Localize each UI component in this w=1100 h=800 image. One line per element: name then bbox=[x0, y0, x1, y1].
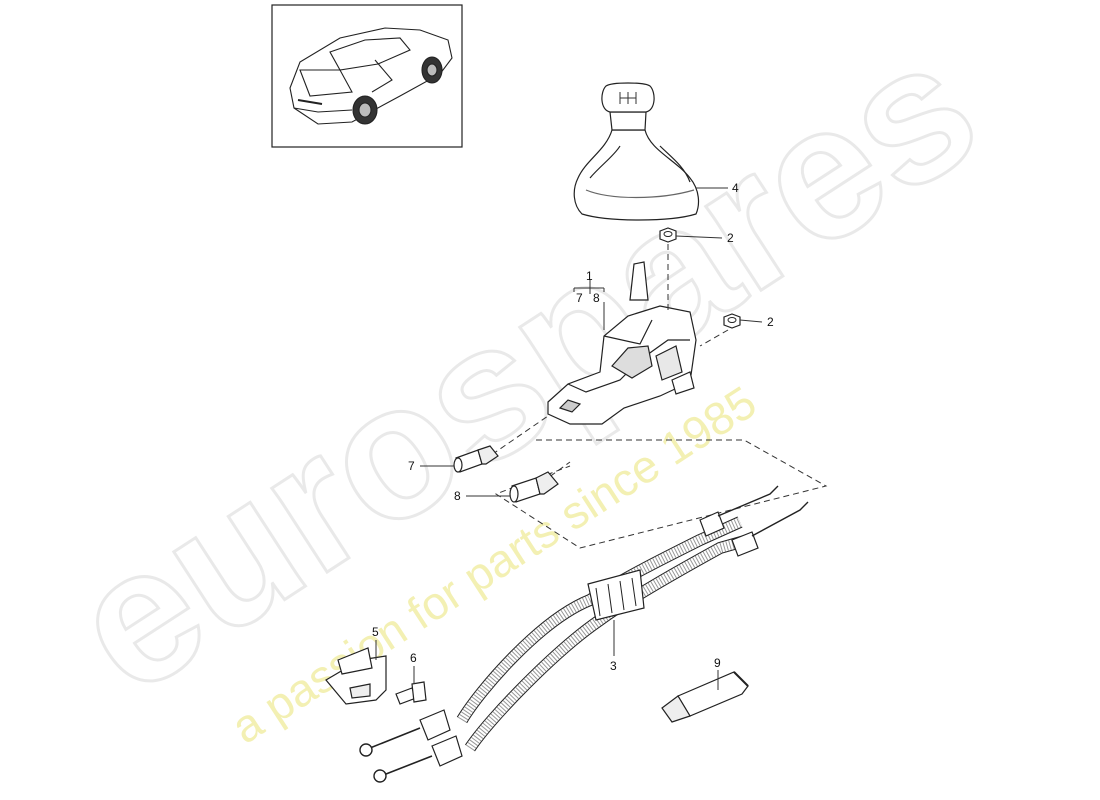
callout-7: 7 bbox=[408, 459, 415, 473]
watermark-brand: eurospares bbox=[37, 0, 1012, 734]
callouts bbox=[375, 187, 763, 690]
bushing-8 bbox=[509, 471, 559, 503]
selector-cables bbox=[359, 485, 809, 783]
callout-5: 5 bbox=[372, 625, 379, 639]
callout-4: 4 bbox=[732, 181, 739, 195]
callout-1: 1 bbox=[586, 269, 593, 283]
bushing-7 bbox=[453, 445, 499, 473]
screw bbox=[395, 681, 427, 705]
shift-housing bbox=[547, 261, 697, 425]
nut-upper bbox=[659, 227, 677, 243]
callout-8: 8 bbox=[454, 489, 461, 503]
retaining-bracket bbox=[325, 647, 387, 705]
vehicle-thumbnail bbox=[271, 4, 463, 148]
callout-2-right: 2 bbox=[767, 315, 774, 329]
callout-6: 6 bbox=[410, 651, 417, 665]
grease-tube bbox=[661, 671, 749, 723]
callout-2-upper: 2 bbox=[727, 231, 734, 245]
car-icon bbox=[289, 27, 453, 125]
shift-boot-knob bbox=[573, 82, 700, 221]
callout-1-sub-7: 7 bbox=[576, 291, 583, 305]
gear-pattern-icon bbox=[619, 92, 637, 104]
callout-3: 3 bbox=[610, 659, 617, 673]
callout-1-sub-8: 8 bbox=[593, 291, 600, 305]
callout-9: 9 bbox=[714, 656, 721, 670]
nut-right bbox=[723, 313, 741, 329]
